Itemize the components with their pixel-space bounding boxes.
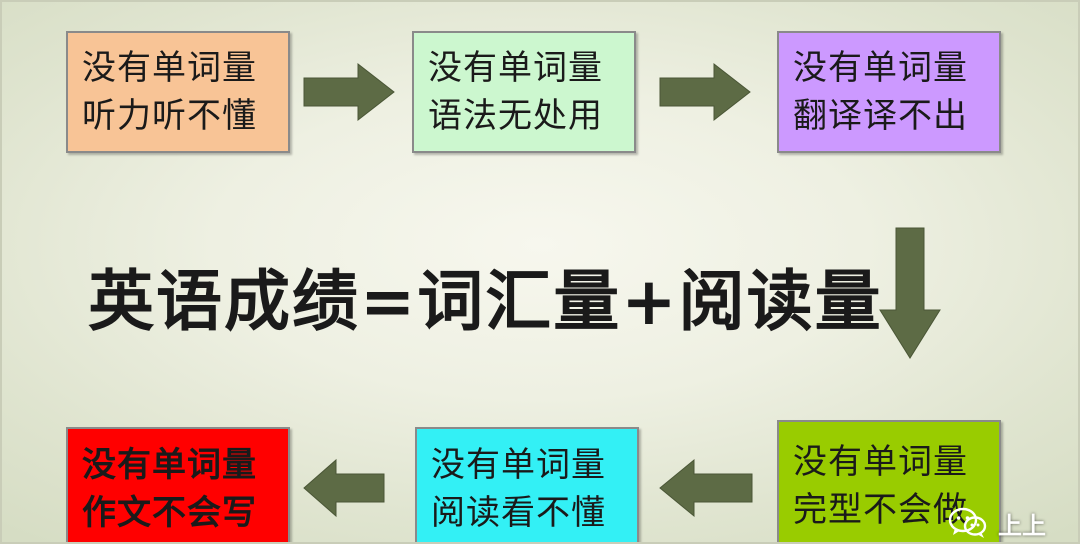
node-translation-line-2: 翻译译不出	[793, 96, 968, 136]
arrow-right-icon	[659, 62, 751, 122]
node-writing: 没有单词量 作文不会写	[66, 427, 290, 544]
arrow-right-icon	[303, 62, 395, 122]
arrow-down-icon	[879, 227, 941, 359]
node-cloze-line-1: 没有单词量	[793, 441, 968, 482]
node-grammar: 没有单词量 语法无处用	[412, 31, 636, 153]
node-cloze: 没有单词量 完型不会做	[777, 420, 1001, 544]
node-writing-line-1: 没有单词量	[82, 445, 257, 485]
node-listening-line-2: 听力听不懂	[82, 96, 257, 136]
node-grammar-line-2: 语法无处用	[428, 96, 603, 136]
formula-title: 英语成绩=词汇量+阅读量	[88, 263, 883, 340]
node-listening: 没有单词量 听力听不懂	[66, 31, 290, 153]
node-grammar-line-1: 没有单词量	[428, 48, 603, 88]
watermark: 上上	[948, 506, 1046, 540]
node-cloze-line-2: 完型不会做	[793, 489, 968, 530]
node-listening-line-1: 没有单词量	[82, 48, 257, 88]
node-reading-line-1: 没有单词量	[431, 445, 606, 485]
wechat-icon	[948, 507, 987, 538]
node-writing-line-2: 作文不会写	[82, 493, 257, 533]
arrow-left-icon	[303, 458, 385, 518]
node-reading-line-2: 阅读看不懂	[431, 493, 606, 533]
node-translation-line-1: 没有单词量	[793, 48, 968, 88]
watermark-text: 上上	[998, 511, 1046, 540]
node-translation: 没有单词量 翻译译不出	[777, 31, 1001, 153]
node-reading: 没有单词量 阅读看不懂	[415, 427, 639, 544]
arrow-left-icon	[659, 458, 753, 518]
